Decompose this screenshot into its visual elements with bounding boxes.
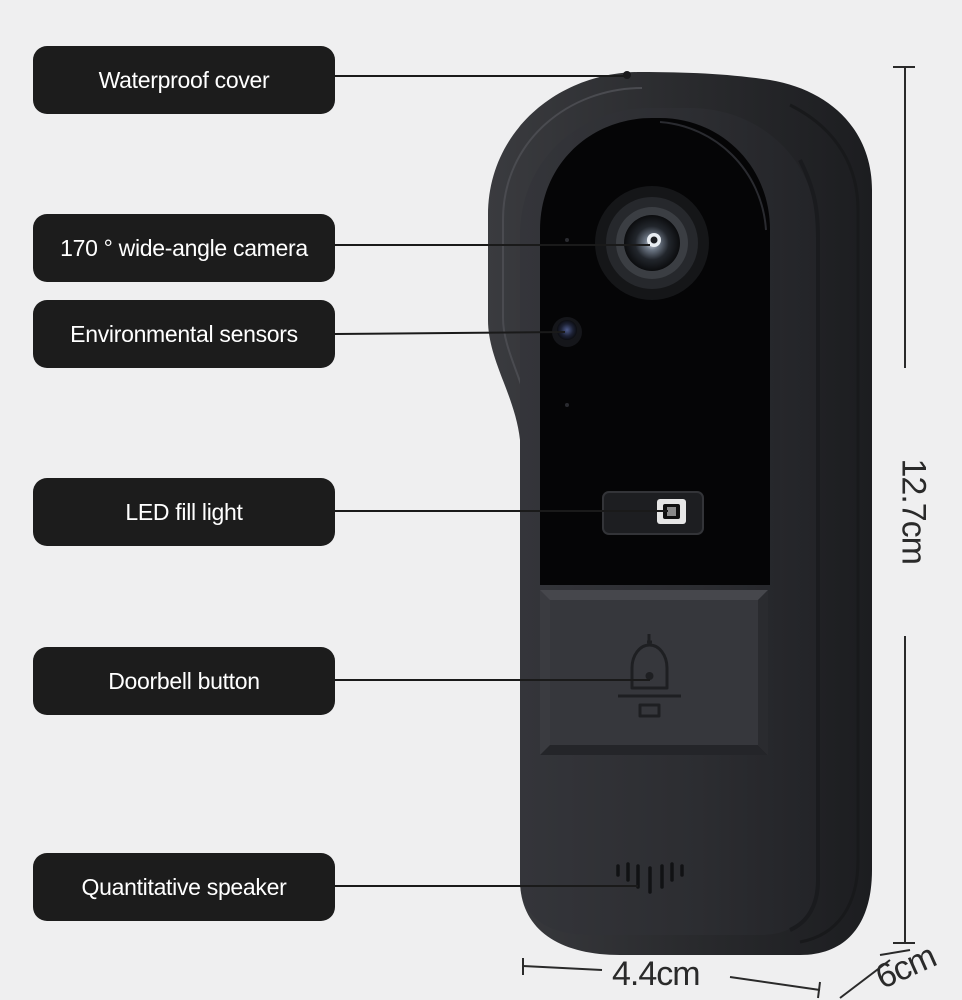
label-doorbell-button: Doorbell button [33, 647, 335, 715]
label-waterproof-cover: Waterproof cover [33, 46, 335, 114]
leader-lines [334, 75, 668, 887]
dimension-height: 12.7cm [894, 458, 933, 565]
label-environmental-sensors: Environmental sensors [33, 300, 335, 368]
label-doorbell-button-text: Doorbell button [108, 667, 260, 694]
label-camera-text: 170 ° wide-angle camera [60, 234, 308, 261]
label-speaker-text: Quantitative speaker [81, 873, 287, 900]
dimension-width: 4.4cm [612, 955, 701, 993]
label-waterproof-cover-text: Waterproof cover [98, 66, 270, 93]
label-led-fill-light: LED fill light [33, 478, 335, 546]
label-camera: 170 ° wide-angle camera [33, 214, 335, 282]
led-fill-light [602, 491, 704, 535]
doorbell-button-plate [540, 590, 768, 755]
label-led-fill-light-text: LED fill light [125, 498, 243, 525]
label-environmental-sensors-text: Environmental sensors [70, 320, 298, 347]
bell-icon [618, 634, 681, 718]
label-speaker: Quantitative speaker [33, 853, 335, 921]
camera-lens [595, 186, 709, 300]
leader-environmental-sensors [334, 331, 566, 335]
dimension-lines [522, 66, 915, 999]
speaker-grille [616, 862, 684, 894]
environmental-sensor [552, 238, 582, 407]
